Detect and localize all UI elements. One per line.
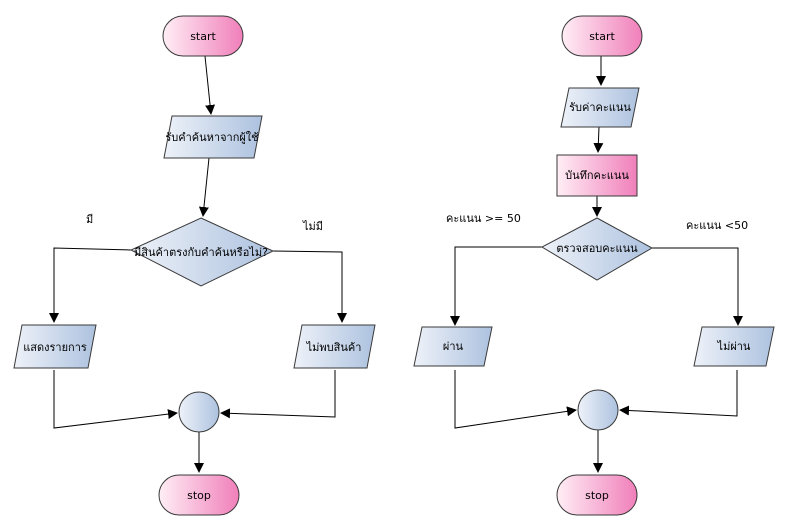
left-flowchart: start รับคำค้นหาจากผู้ใช้ มีสินค้าตรงกับ… [13, 15, 376, 516]
no-output-label: ไม่พบสินค้า [306, 341, 362, 354]
yes-branch-label: มี [86, 213, 93, 226]
edge-decision-yes [49, 247, 132, 323]
pass-output-parallelogram: ผ่าน [413, 326, 493, 367]
edge-yes-to-merge [53, 370, 178, 429]
merge-connector [178, 391, 220, 433]
start-label: start [190, 30, 216, 43]
decision-diamond: มีสินค้าตรงกับคำค้นหรือไม่? [129, 217, 275, 287]
start-label: start [589, 30, 615, 43]
edge-fail-to-merge [619, 370, 738, 417]
edge-decision-fail [652, 247, 743, 326]
process-label: บันทึกคะแนน [565, 169, 629, 182]
input-label: รับคำค้นหาจากผู้ใช้ [165, 131, 258, 144]
edge-no-to-merge [220, 370, 336, 419]
fail-output-label: ไม่ผ่าน [717, 340, 751, 353]
stop-terminal: stop [158, 474, 240, 516]
fail-condition-label: คะแนน <50 [686, 219, 748, 232]
yes-output-label: แสดงรายการ [23, 341, 87, 354]
input-parallelogram: รับคำค้นหาจากผู้ใช้ [163, 115, 263, 159]
stop-label: stop [187, 489, 211, 502]
start-terminal: start [561, 15, 643, 57]
input-label: รับค่าคะแนน [569, 101, 631, 114]
fail-output-parallelogram: ไม่ผ่าน [693, 326, 775, 367]
pass-condition-label: คะแนน >= 50 [446, 212, 521, 225]
edge-decision-no [272, 250, 347, 323]
pass-output-label: ผ่าน [443, 340, 464, 353]
merge-connector [577, 389, 619, 431]
no-branch-label: ไม่มี [302, 220, 323, 233]
stop-label: stop [585, 489, 609, 502]
edge-input-to-process [593, 126, 604, 153]
process-rectangle: บันทึกคะแนน [556, 154, 638, 197]
edge-input-to-decision [198, 157, 210, 217]
decision-label: มีสินค้าตรงกับคำค้นหรือไม่? [134, 246, 268, 259]
decision-label: ตรวจสอบคะแนน [556, 242, 638, 255]
edge-pass-to-merge [454, 370, 577, 429]
stop-terminal: stop [556, 474, 638, 516]
edge-decision-pass [450, 246, 542, 326]
no-output-parallelogram: ไม่พบสินค้า [293, 324, 376, 369]
right-flowchart: start รับค่าคะแนน บันทึกคะแนน ตรวจสอบคะแ… [413, 15, 775, 516]
input-parallelogram: รับค่าคะแนน [560, 87, 640, 128]
start-terminal: start [162, 15, 244, 57]
yes-output-parallelogram: แสดงรายการ [13, 324, 97, 369]
edge-start-to-input [204, 55, 216, 115]
decision-diamond: ตรวจสอบคะแนน [540, 217, 654, 281]
